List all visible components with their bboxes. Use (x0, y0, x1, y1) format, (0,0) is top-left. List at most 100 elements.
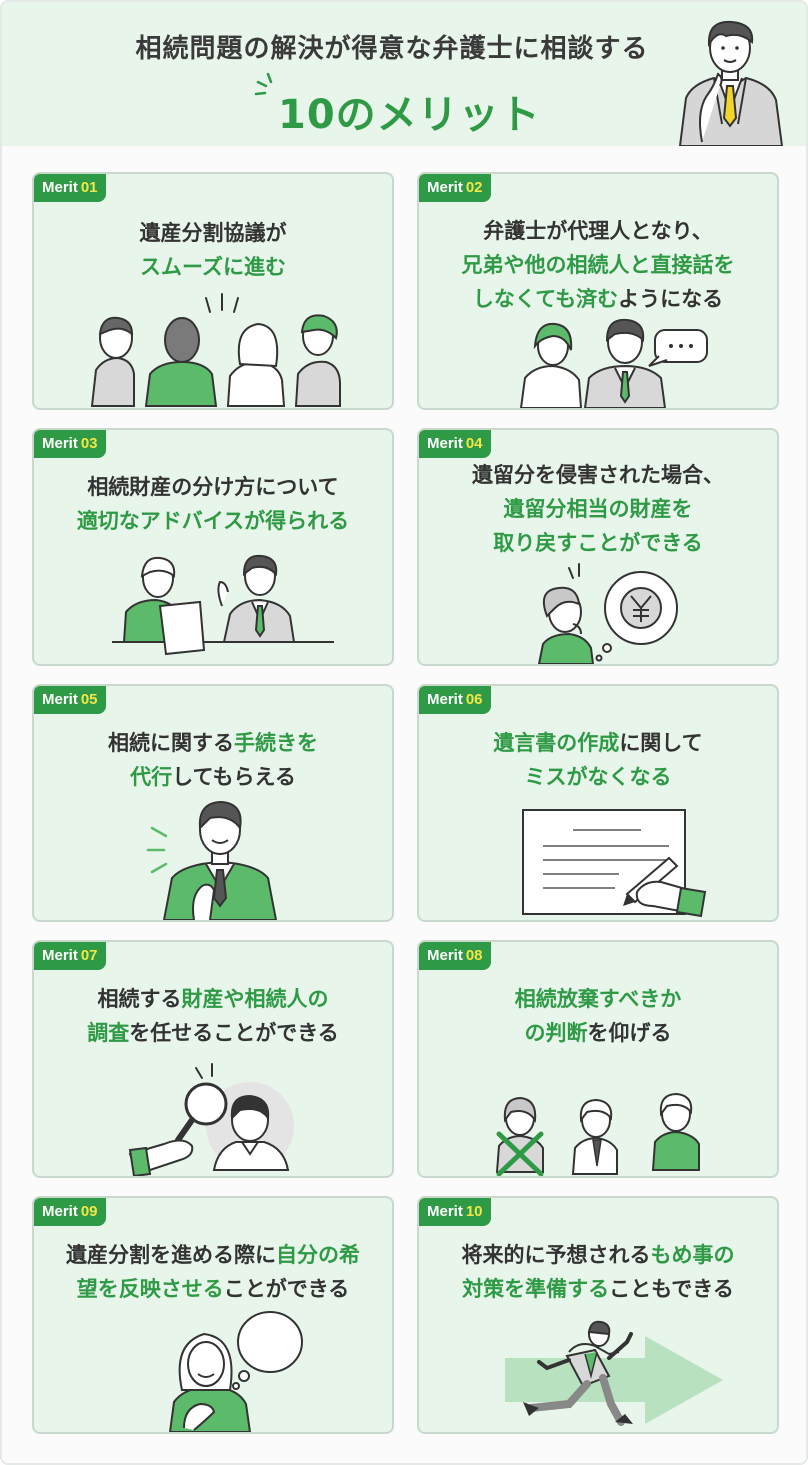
merit-text-line: 望を反映させることができる (34, 1272, 392, 1306)
merit-text-line: 対策を準備することもできる (419, 1272, 777, 1306)
merit-text: 弁護士が代理人となり、兄弟や他の相続人と直接話をしなくても済むようになる (419, 214, 777, 316)
merit-text-line: 取り戻すことができる (419, 526, 777, 560)
merit-text-line: 遺言書の作成に関して (419, 726, 777, 760)
body-text: を任せることができる (129, 1021, 339, 1045)
merit-text: 相続財産の分け方について適切なアドバイスが得られる (34, 470, 392, 538)
running-man-arrow-illustration (505, 1320, 723, 1426)
highlight-text: 望を反映させる (76, 1277, 224, 1301)
body-text: 遺留分を侵害された場合、 (472, 463, 724, 487)
highlight-text: 遺留分相当の財産を (503, 497, 693, 521)
yen-coin-illustration (537, 563, 678, 664)
consultation-illustration (112, 554, 334, 656)
lawyer-and-client-illustration (519, 318, 708, 408)
body-text: ようになる (618, 287, 724, 311)
body-text: 遺産分割を進める際に (66, 1243, 276, 1267)
merit-text: 相続する財産や相続人の調査を任せることができる (34, 982, 392, 1050)
body-text: 相続財産の分け方について (87, 475, 339, 499)
highlight-text: 遺言書の作成 (493, 731, 620, 755)
highlight-text: スムーズに進む (140, 255, 286, 279)
three-heirs-illustration (495, 1092, 700, 1176)
highlight-text: 適切なアドバイスが得られる (76, 509, 350, 533)
body-text: に関して (619, 731, 703, 755)
lawyer-thinking-icon (678, 20, 784, 146)
writing-document-illustration (522, 809, 707, 918)
highlight-text: 代行 (130, 765, 173, 789)
sparkle-icon (254, 72, 273, 96)
merit-text-line: 代行してもらえる (34, 760, 392, 794)
highlight-text: 取り戻すことができる (493, 531, 703, 555)
body-text: 遺産分割協議が (139, 221, 287, 245)
merit-text: 相続に関する手続きを代行してもらえる (34, 726, 392, 794)
highlight-text: ミスがなくなる (524, 765, 672, 789)
body-text: ことができる (223, 1277, 350, 1301)
merit-text-line: 遺産分割を進める際に自分の希 (34, 1238, 392, 1272)
highlight-text: の判断 (524, 1021, 588, 1045)
body-text: してもらえる (172, 765, 296, 789)
highlight-text: しなくても済む (472, 287, 619, 311)
highlight-text: 手続きを (234, 731, 318, 755)
highlight-text: 調査 (87, 1021, 130, 1045)
highlight-text: もめ事の (650, 1243, 735, 1267)
meeting-people-illustration (90, 293, 341, 407)
merit-text-line: 調査を任せることができる (34, 1016, 392, 1050)
body-text: 相続する (97, 987, 182, 1011)
merit-text-line: 遺留分を侵害された場合、 (419, 458, 777, 492)
merit-text: 相続放棄すべきかの判断を仰げる (419, 982, 777, 1050)
merit-text: 遺留分を侵害された場合、遺留分相当の財産を取り戻すことができる (419, 458, 777, 560)
confident-lawyer-illustration (146, 800, 278, 920)
merit-text-line: 相続放棄すべきか (419, 982, 777, 1016)
merit-text-line: の判断を仰げる (419, 1016, 777, 1050)
merit-text-line: 適切なアドバイスが得られる (34, 504, 392, 538)
header-title: 相続問題の解決が得意な弁護士に相談する (135, 34, 649, 64)
highlight-text: 自分の希 (276, 1243, 360, 1267)
header-subtitle: 10のメリット (278, 92, 541, 138)
merit-text: 将来的に予想されるもめ事の対策を準備することもできる (419, 1238, 777, 1306)
merit-text-line: しなくても済むようになる (419, 282, 777, 316)
merit-text-line: 弁護士が代理人となり、 (419, 214, 777, 248)
merit-text-line: 相続する財産や相続人の (34, 982, 392, 1016)
merit-text-line: 相続に関する手続きを (34, 726, 392, 760)
merit-text-line: ミスがなくなる (419, 760, 777, 794)
body-text: こともできる (609, 1277, 734, 1301)
merit-text-line: 将来的に予想されるもめ事の (419, 1238, 777, 1272)
body-text: 相続に関する (108, 731, 234, 755)
highlight-text: 対策を準備する (462, 1277, 610, 1301)
merit-text-line: 遺留分相当の財産を (419, 492, 777, 526)
merit-text-line: 相続財産の分け方について (34, 470, 392, 504)
highlight-text: 相続放棄すべきか (514, 987, 682, 1011)
merit-text-line: スムーズに進む (34, 250, 392, 284)
body-text: 将来的に予想される (461, 1243, 651, 1267)
header-banner: 相続問題の解決が得意な弁護士に相談する 10のメリット (2, 2, 806, 146)
highlight-text: 財産や相続人の (181, 987, 329, 1011)
merit-text-line: 遺産分割協議が (34, 216, 392, 250)
highlight-text: 兄弟や他の相続人と直接話を (461, 253, 735, 277)
woman-thinking-illustration (168, 1311, 303, 1432)
body-text: 弁護士が代理人となり、 (483, 219, 713, 243)
body-text: を仰げる (587, 1021, 672, 1045)
merit-text: 遺言書の作成に関してミスがなくなる (419, 726, 777, 794)
magnifier-search-illustration (128, 1063, 294, 1176)
merit-text: 遺産分割を進める際に自分の希望を反映させることができる (34, 1238, 392, 1306)
merit-text: 遺産分割協議がスムーズに進む (34, 216, 392, 284)
